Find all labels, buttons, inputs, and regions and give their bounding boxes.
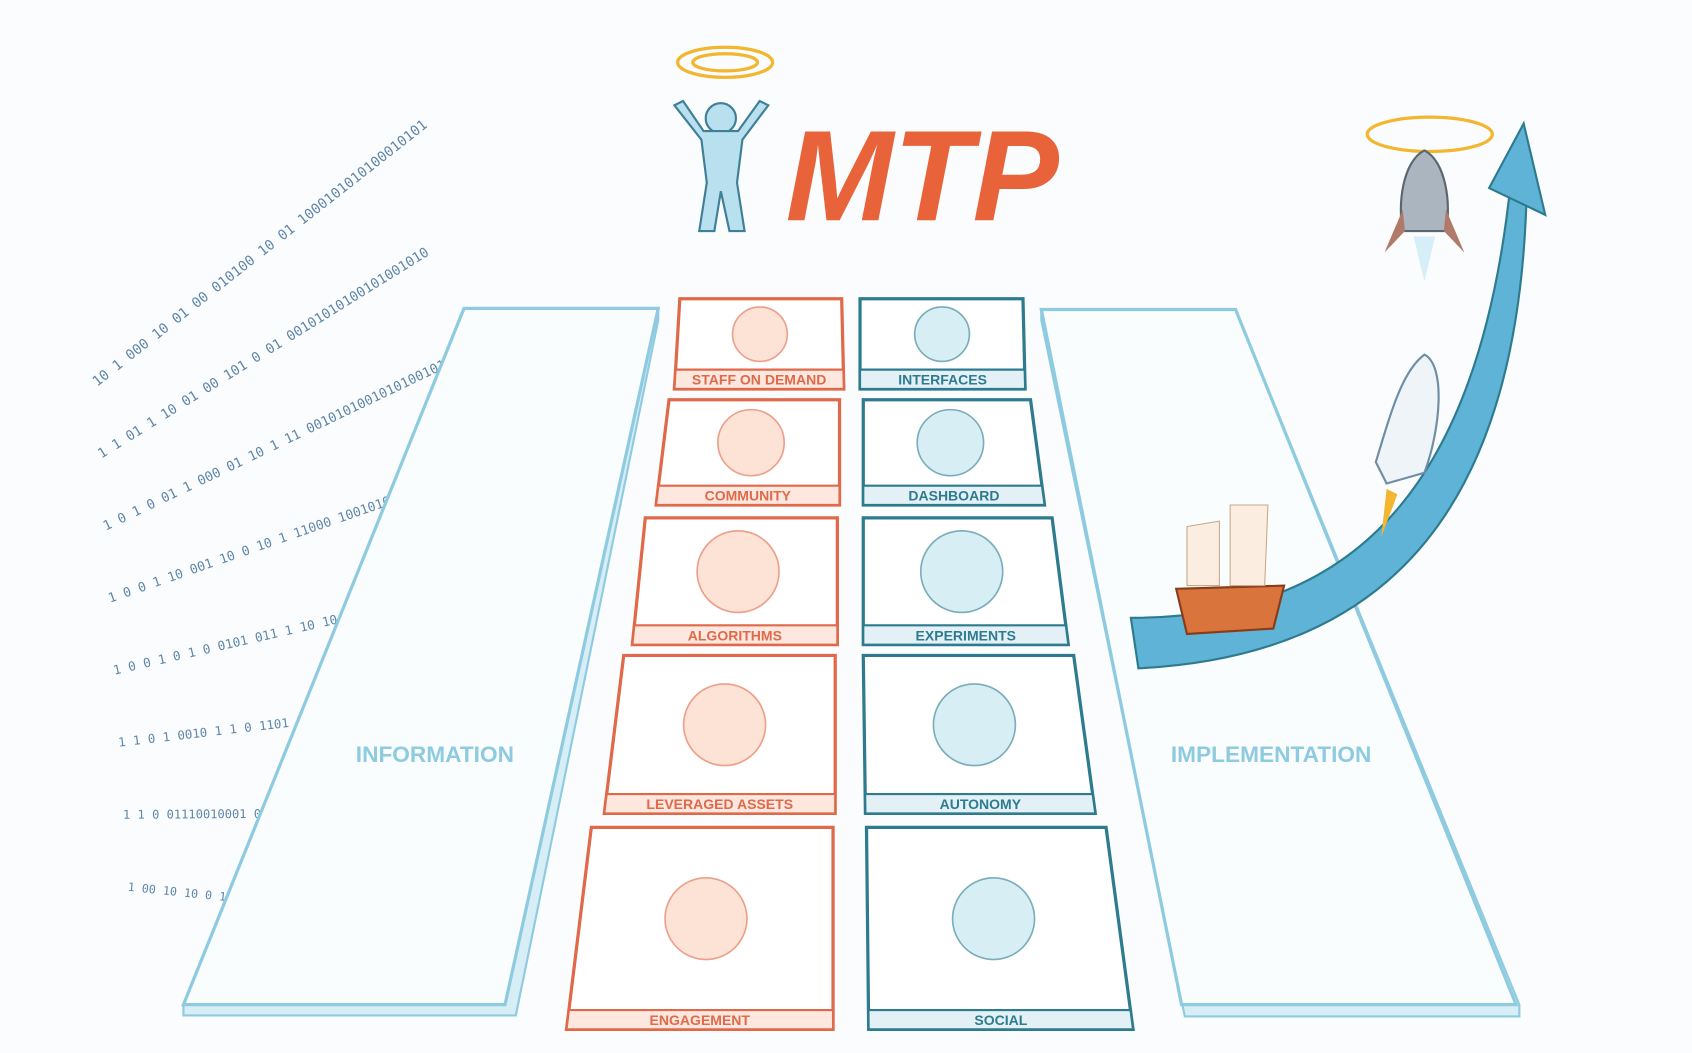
ship-icon <box>1174 504 1286 636</box>
tile-social: SOCIAL <box>864 825 1135 1031</box>
tile-engagement: ENGAGEMENT <box>564 825 835 1031</box>
information-panel: INFORMATION <box>181 306 661 1017</box>
tile-label: ENGAGEMENT <box>650 1012 751 1028</box>
implementation-label: IMPLEMENTATION <box>1171 742 1372 767</box>
tile-label: DASHBOARD <box>908 488 999 504</box>
bar-blocks-icon <box>664 877 748 961</box>
handshake-icon <box>731 306 789 363</box>
tile-label: INTERFACES <box>898 372 987 388</box>
tile-algorithms: ALGORITHMS <box>630 516 839 647</box>
tile-interfaces: INTERFACES <box>858 297 1027 391</box>
tile-autonomy: AUTONOMY <box>861 653 1098 816</box>
tile-label: LEVERAGED ASSETS <box>646 796 793 812</box>
tile-staff-on-demand: STAFF ON DEMAND <box>672 297 846 391</box>
tile-community: COMMUNITY <box>654 398 842 507</box>
tile-experiments: EXPERIMENTS <box>861 516 1071 647</box>
rocket-icon <box>1365 115 1494 282</box>
tile-leveraged-assets: LEVERAGED ASSETS <box>602 653 837 816</box>
person-figure-icon <box>672 45 775 233</box>
tile-label: ALGORITHMS <box>688 627 782 643</box>
growth-arrow <box>1129 120 1547 670</box>
tile-label: STAFF ON DEMAND <box>692 372 826 388</box>
globe-pins-icon <box>682 683 767 767</box>
tile-dashboard: DASHBOARD <box>861 398 1047 507</box>
network-people-icon <box>932 683 1017 767</box>
tile-label: COMMUNITY <box>705 488 792 504</box>
monitors-icon <box>916 408 985 477</box>
tile-label: EXPERIMENTS <box>916 627 1016 643</box>
brain-icon <box>696 529 780 614</box>
information-label: INFORMATION <box>356 742 514 767</box>
tile-label: AUTONOMY <box>940 796 1022 812</box>
tile-label: SOCIAL <box>974 1012 1027 1028</box>
people-icon <box>717 408 786 477</box>
cycle-icon <box>919 529 1004 614</box>
mtp-title: MTP <box>786 105 1060 249</box>
video-grid-icon <box>951 877 1036 961</box>
implementation-panel: IMPLEMENTATION <box>1039 307 1521 1018</box>
space-shuttle-icon <box>1374 353 1440 538</box>
vr-headset-icon <box>913 306 971 363</box>
